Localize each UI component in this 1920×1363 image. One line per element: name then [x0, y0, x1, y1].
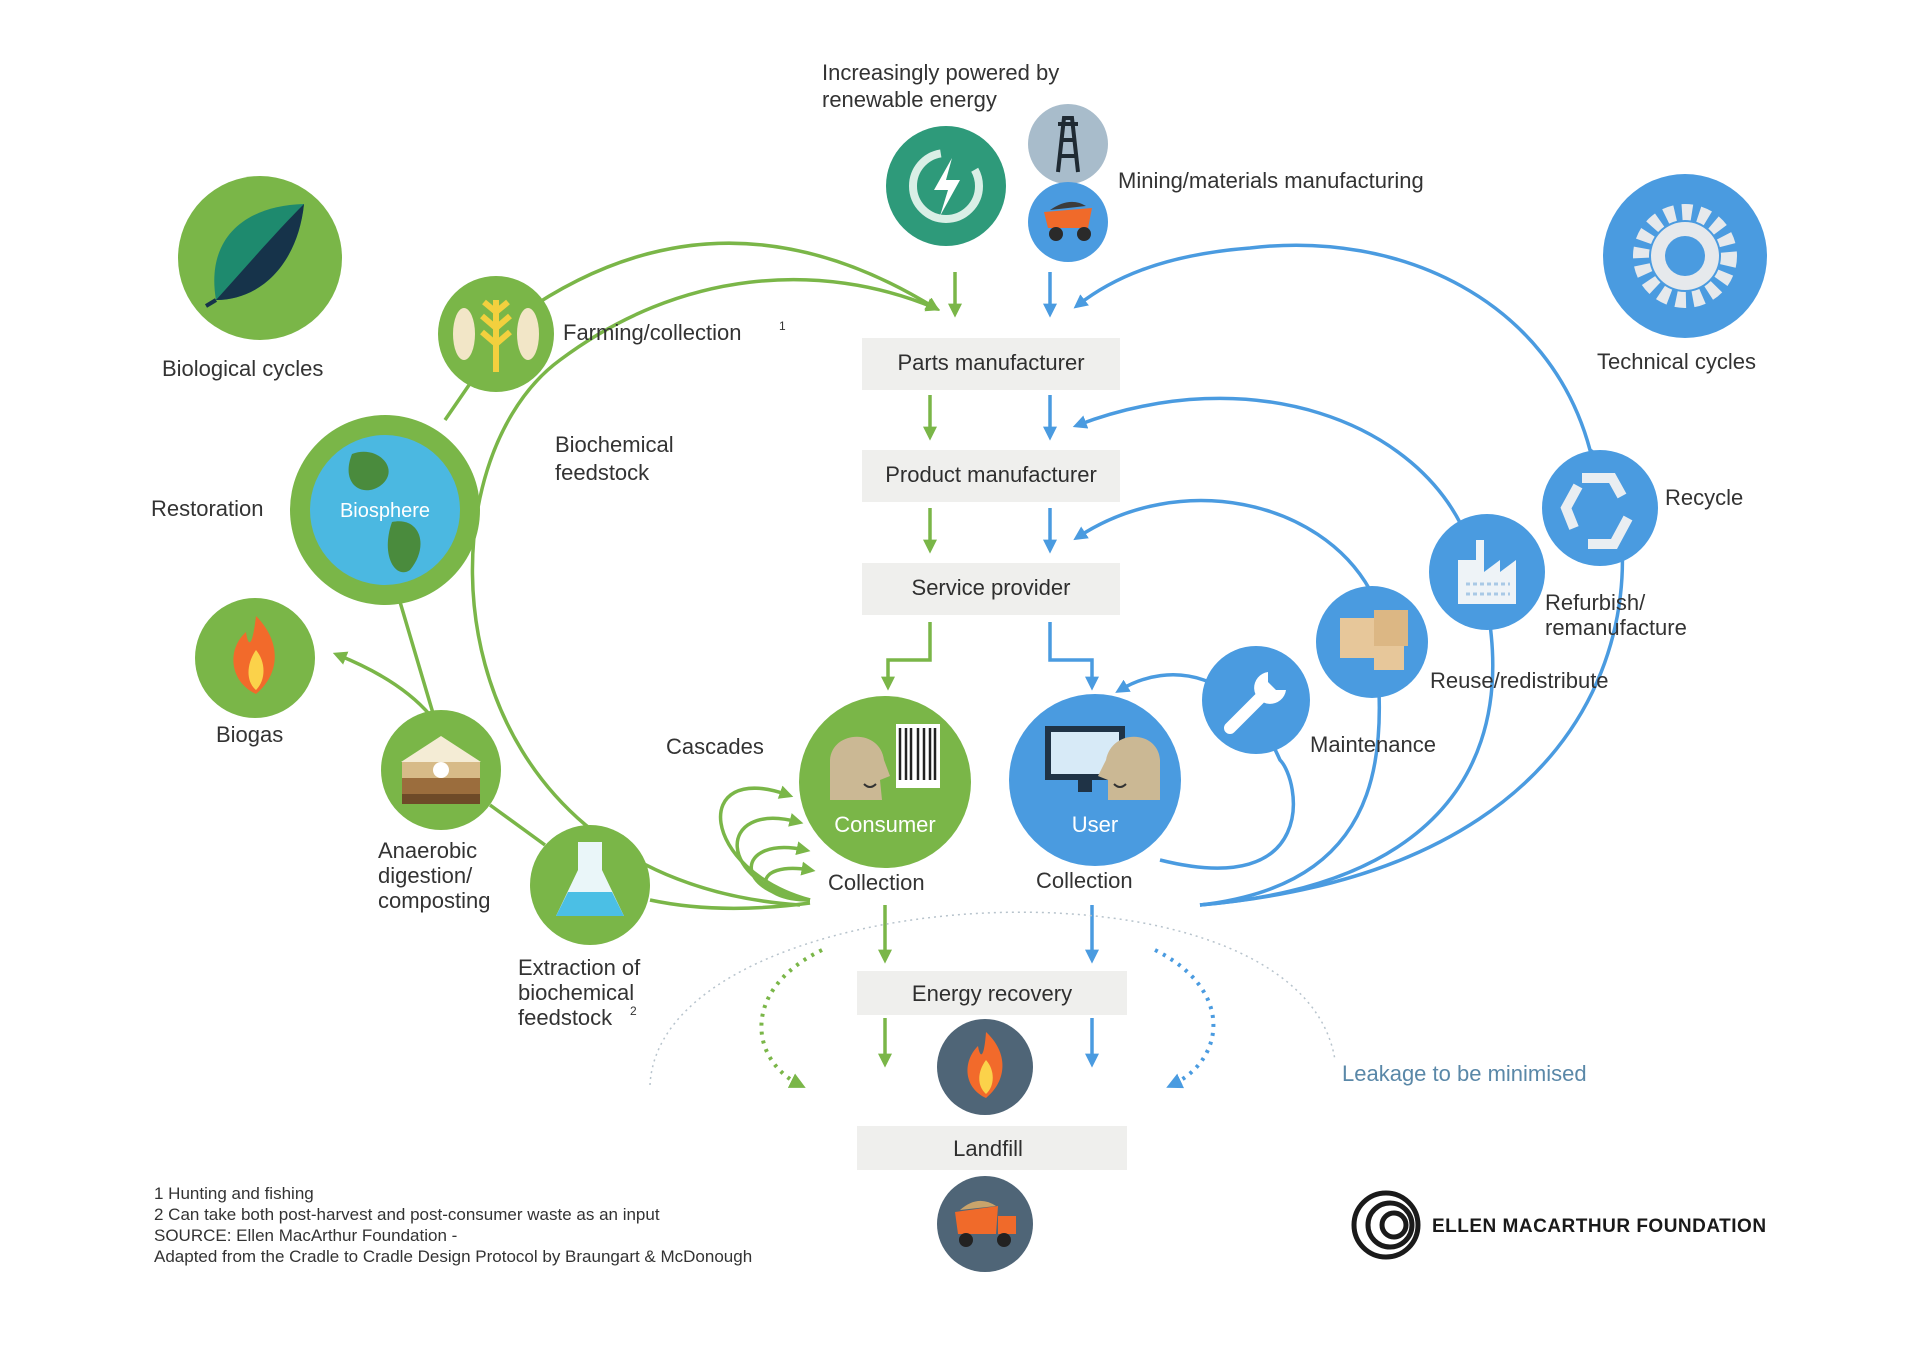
refurbish-line1: Refurbish/: [1545, 590, 1646, 615]
biosphere-label: Biosphere: [340, 500, 430, 522]
biological-side: Biological cycles Farming/collection 1 B…: [151, 176, 971, 1030]
service-provider-label: Service provider: [912, 575, 1071, 600]
landfill-box: [857, 1126, 1127, 1170]
biogas-label: Biogas: [216, 722, 283, 747]
fish-wheat-icon: [438, 276, 554, 392]
landfill-truck-icon: [937, 1176, 1033, 1272]
compost-icon: [381, 710, 501, 830]
restoration-label: Restoration: [151, 496, 264, 521]
biochemical-feedstock-line2: feedstock: [555, 460, 650, 485]
extraction-sup: 2: [630, 1004, 637, 1018]
farming-label: Farming/collection: [563, 320, 742, 345]
footnotes: 1 Hunting and fishing 2 Can take both po…: [154, 1184, 752, 1266]
leakage-dotted-boundary: [649, 911, 1336, 1086]
extraction-line3: feedstock: [518, 1005, 613, 1030]
renewable-energy-icon: [886, 126, 1006, 246]
mining-truck-icon: [1028, 182, 1108, 262]
cascade-arrow-2: [735, 813, 811, 902]
consumer-icon: Consumer: [799, 696, 971, 868]
extraction-line1: Extraction of: [518, 955, 641, 980]
bio-cycle-line: [488, 803, 547, 847]
renewable-energy-text-line1: Increasingly powered by: [822, 60, 1059, 85]
recycle-label: Recycle: [1665, 485, 1743, 510]
green-down-arrow: [881, 622, 932, 691]
brand-logo: ELLEN MACARTHUR FOUNDATION: [1351, 1190, 1767, 1260]
cascades-label: Cascades: [666, 734, 764, 759]
leakage-group: Leakage to be minimised: [649, 911, 1587, 1089]
biochemical-feedstock-arrow: [470, 277, 941, 907]
blue-leakage-arrow: [1154, 948, 1216, 1089]
mining-label: Mining/materials manufacturing: [1118, 168, 1424, 193]
leakage-label: Leakage to be minimised: [1342, 1061, 1587, 1086]
to-biogas-arrow: [332, 651, 432, 717]
product-manufacturer-label: Product manufacturer: [885, 462, 1097, 487]
landfill-label: Landfill: [953, 1136, 1023, 1161]
energy-recovery-flame-icon: [937, 1019, 1033, 1115]
cascade-arrow-4: [764, 861, 816, 902]
top-section: Increasingly powered by renewable energy…: [822, 60, 1424, 262]
recycle-icon: [1542, 450, 1658, 566]
maintenance-loop-arrow: [1115, 673, 1296, 870]
cascade-arrow-1: [718, 785, 811, 902]
refurbish-line2: remanufacture: [1545, 615, 1687, 640]
user-label: User: [1072, 812, 1118, 837]
energy-recovery-label: Energy recovery: [912, 981, 1072, 1006]
consumer-collection-label: Collection: [828, 870, 925, 895]
bio-cycle-line: [649, 898, 811, 911]
bio-cycle-line: [393, 584, 437, 721]
user-collection-label: Collection: [1036, 868, 1133, 893]
factory-icon: [1429, 514, 1545, 630]
user-icon: User: [1009, 694, 1181, 866]
biochemical-feedstock-line1: Biochemical: [555, 432, 674, 457]
biological-cycles-title: Biological cycles: [162, 356, 323, 381]
wrench-icon: [1202, 646, 1310, 754]
biological-flows: [332, 241, 962, 1068]
oil-rig-icon: [1028, 104, 1108, 184]
biosphere-icon: Biosphere: [290, 415, 480, 605]
gear-icon: [1603, 174, 1767, 338]
technical-cycles-title: Technical cycles: [1597, 349, 1756, 374]
footnote-1: 1 Hunting and fishing: [154, 1184, 314, 1203]
anaerobic-line2: digestion/: [378, 863, 473, 888]
anaerobic-line1: Anaerobic: [378, 838, 477, 863]
maintenance-label: Maintenance: [1310, 732, 1436, 757]
footnote-2: 2 Can take both post-harvest and post-co…: [154, 1205, 660, 1224]
parts-manufacturer-box: [862, 338, 1120, 390]
parts-manufacturer-label: Parts manufacturer: [897, 350, 1084, 375]
farming-to-parts-arrow: [518, 241, 940, 317]
boxes-icon: [1316, 586, 1428, 698]
value-chain: Parts manufacturer Product manufacturer …: [857, 338, 1127, 1170]
consumer-label: Consumer: [834, 812, 935, 837]
footnote-source: SOURCE: Ellen MacArthur Foundation -: [154, 1226, 457, 1245]
energy-recovery-box: [857, 971, 1127, 1015]
leaf-icon: [178, 176, 342, 340]
biogas-flame-icon: [195, 598, 315, 718]
footnote-adapted: Adapted from the Cradle to Cradle Design…: [154, 1247, 752, 1266]
brand-name: ELLEN MACARTHUR FOUNDATION: [1432, 1216, 1767, 1237]
reuse-label: Reuse/redistribute: [1430, 668, 1609, 693]
anaerobic-line3: composting: [378, 888, 491, 913]
renewable-energy-text-line2: renewable energy: [822, 87, 997, 112]
flask-icon: [530, 825, 650, 945]
green-leakage-arrow: [759, 948, 823, 1088]
farming-sup: 1: [779, 319, 786, 333]
technical-side: Technical cycles Recycle Refurbish/ rema…: [1009, 174, 1767, 893]
service-provider-box: [862, 563, 1120, 615]
extraction-line2: biochemical: [518, 980, 634, 1005]
recycle-loop-arrow: [1073, 243, 1625, 907]
product-manufacturer-box: [862, 450, 1120, 502]
blue-down-arrow: [1048, 622, 1099, 691]
